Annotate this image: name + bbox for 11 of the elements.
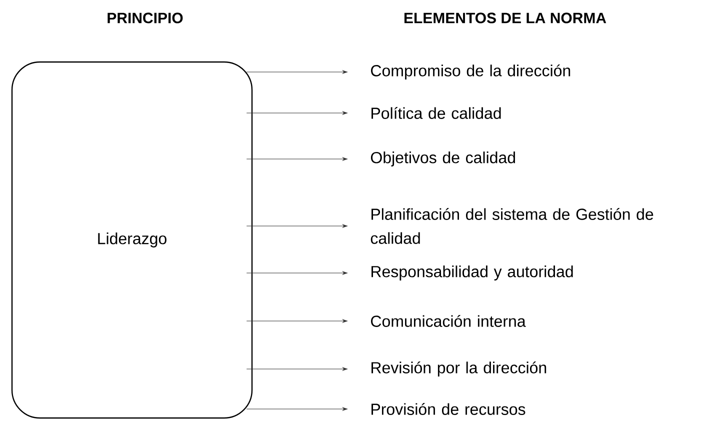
item-text: Revisión por la dirección xyxy=(372,361,546,377)
item-text: Comunicación interna xyxy=(371,315,526,327)
item-text: Objetivos de calidad xyxy=(370,152,515,166)
item-text: Compromiso de la dirección xyxy=(371,64,570,80)
item-text: Planificación del sistema de Gestión de calidad xyxy=(370,208,654,244)
item-text: Responsabilidad y autoridad xyxy=(372,266,573,280)
item-text: Política de calidad xyxy=(372,107,501,119)
column-heading: PRINCIPIO xyxy=(108,12,183,24)
item-text: Provisión de recursos xyxy=(372,403,526,415)
rounded-box: Liderazgo xyxy=(11,61,253,419)
column-heading: ELEMENTOS DE LA NORMA xyxy=(404,12,606,24)
